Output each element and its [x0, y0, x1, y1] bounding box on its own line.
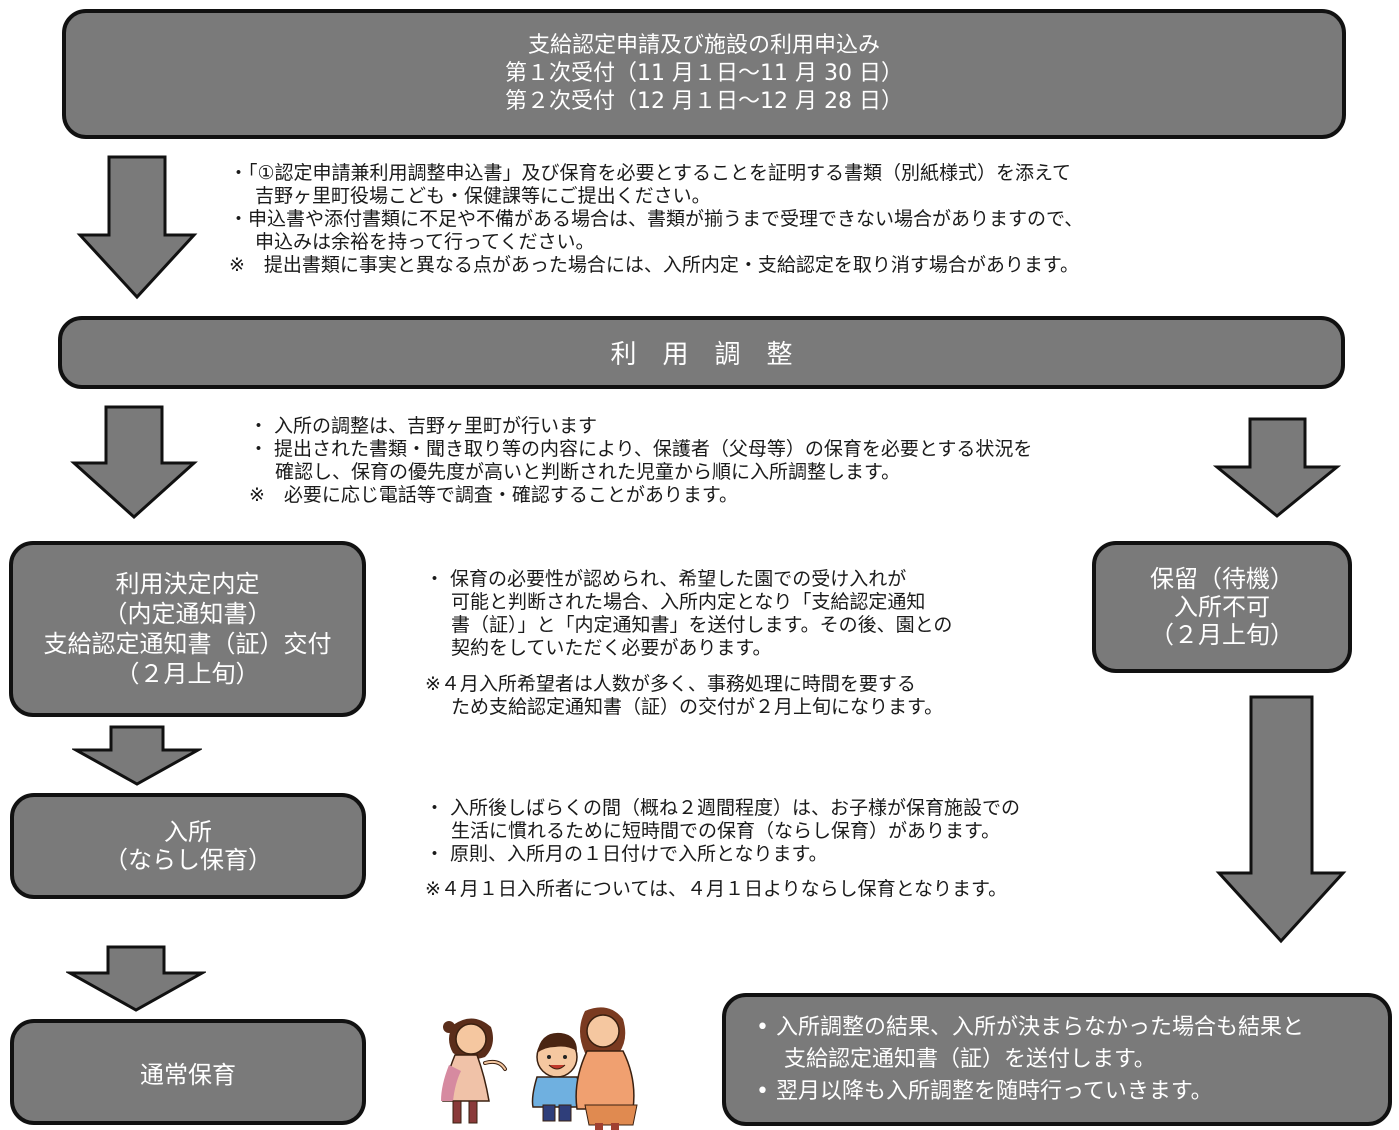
decision-line: （内定通知書） [103, 600, 272, 628]
decision-line: 利用決定内定 [115, 570, 260, 598]
down-arrow-icon [72, 725, 202, 786]
pending-line: 保留（待機） [1150, 565, 1294, 593]
note-line: ため支給認定通知書（証）の交付が２月上旬になります。 [451, 696, 944, 718]
note-line: 可能と判断された場合、入所内定となり「支給認定通知 [451, 591, 926, 613]
note-line: 申込みは余裕を持って行ってください。 [255, 231, 595, 253]
first-intake-period: 第１次受付（11 月１日～11 月 30 日） [505, 61, 903, 86]
admission-box: 入所 （ならし保育） [10, 793, 366, 899]
note-line: ※ 提出書類に事実と異なる点があった場合には、入所内定・支給認定を取り消す場合が… [229, 254, 1080, 276]
note-line: ※４月入所希望者は人数が多く、事務処理に時間を要する [425, 673, 916, 695]
application-title: 支給認定申請及び施設の利用申込み [527, 33, 880, 58]
note-line: ※ 必要に応じ電話等で調査・確認することがあります。 [249, 484, 739, 506]
down-arrow-icon [1213, 417, 1341, 518]
admission-notes: ・ 入所後しばらくの間（概ね２週間程度）は、お子様が保育施設での 生活に慣れるた… [425, 797, 1020, 901]
result-line: 支給認定通知書（証）を送付します。 [784, 1046, 1156, 1072]
admission-line: （ならし保育） [104, 846, 272, 874]
boy-figure [531, 1032, 583, 1122]
application-notes: ・「①認定申請兼利用調整申込書」及び保育を必要とすることを証明する書類（別紙様式… [229, 162, 1083, 277]
decision-line: 支給認定通知書（証）交付 [43, 630, 332, 658]
note-line: ・申込書や添付書類に不足や不備がある場合は、書類が揃うまで受理できない場合があり… [229, 208, 1084, 230]
note-line: ※４月１日入所者については、４月１日よりならし保育となります。 [425, 878, 1008, 900]
note-line: ・ 入所後しばらくの間（概ね２週間程度）は、お子様が保育施設での [425, 797, 1021, 819]
result-line: • 入所調整の結果、入所が決まらなかった場合も結果と [756, 1014, 1304, 1040]
mother-figure [575, 1007, 638, 1130]
normal-care-box: 通常保育 [10, 1019, 366, 1125]
down-arrow-icon [66, 945, 206, 1012]
note-line: 書（証）」と「内定通知書」を送付します。その後、園との [451, 614, 953, 636]
result-line: • 翌月以降も入所調整を随時行っていきます。 [756, 1078, 1213, 1104]
pending-box: 保留（待機） 入所不可 （２月上旬） [1092, 541, 1352, 673]
note-line: 生活に慣れるために短時間での保育（ならし保育）があります。 [451, 820, 1001, 842]
note-line: ・「①認定申請兼利用調整申込書」及び保育を必要とすることを証明する書類（別紙様式… [229, 162, 1072, 184]
children-illustration [441, 1007, 638, 1130]
note-line: ・ 保育の必要性が認められ、希望した園での受け入れが [425, 568, 907, 590]
normal-care-label: 通常保育 [140, 1060, 236, 1089]
girl-figure [441, 1018, 507, 1124]
result-box: • 入所調整の結果、入所が決まらなかった場合も結果と 支給認定通知書（証）を送付… [722, 993, 1392, 1126]
application-box: 支給認定申請及び施設の利用申込み 第１次受付（11 月１日～11 月 30 日）… [62, 9, 1346, 139]
down-arrow-icon [1215, 695, 1347, 944]
second-intake-period: 第２次受付（12 月１日～12 月 28 日） [505, 89, 903, 114]
decision-box: 利用決定内定 （内定通知書） 支給認定通知書（証）交付 （２月上旬） [9, 541, 366, 717]
note-line: 確認し、保育の優先度が高いと判断された児童から順に入所調整します。 [275, 461, 901, 483]
note-line: ・ 入所の調整は、吉野ヶ里町が行います [249, 415, 598, 437]
pending-line: （２月上旬） [1150, 621, 1294, 649]
admission-line: 入所 [164, 818, 212, 846]
decision-line: （２月上旬） [115, 660, 260, 688]
note-line: 吉野ヶ里町役場こども・保健課等にご提出ください。 [255, 185, 711, 207]
note-line: ・ 原則、入所月の１日付けで入所となります。 [425, 843, 828, 865]
pending-line: 入所不可 [1174, 593, 1270, 621]
adjustment-box: 利 用 調 整 [58, 316, 1345, 389]
note-line: 契約をしていただく必要があります。 [451, 637, 772, 659]
note-line: ・ 提出された書類・聞き取り等の内容により、保護者（父母等）の保育を必要とする状… [249, 438, 1033, 460]
down-arrow-icon [70, 405, 198, 520]
decision-notes: ・ 保育の必要性が認められ、希望した園での受け入れが 可能と判断された場合、入所… [425, 568, 952, 719]
adjustment-notes: ・ 入所の調整は、吉野ヶ里町が行います ・ 提出された書類・聞き取り等の内容によ… [249, 415, 1032, 507]
adjustment-label: 利 用 調 整 [610, 340, 793, 370]
down-arrow-icon [76, 155, 198, 300]
